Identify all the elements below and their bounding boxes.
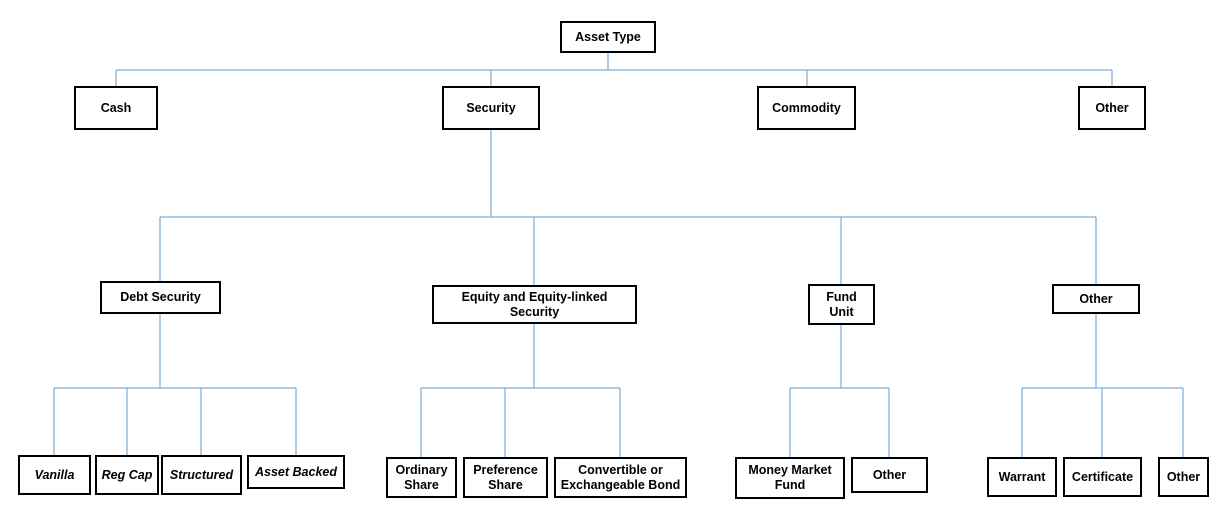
node-label-security: Security [466, 100, 516, 115]
node-label-reg-cap: Reg Cap [101, 467, 153, 482]
node-other-structured[interactable]: Other [1158, 457, 1209, 497]
node-commodity[interactable]: Commodity [757, 86, 856, 130]
node-structured[interactable]: Structured [161, 455, 242, 495]
node-convertible-or-exchangeable-bond[interactable]: Convertible or Exchangeable Bond [554, 457, 687, 498]
node-label-equity-and-equity-linked-security: Equity and Equity-linked Security [461, 289, 608, 319]
node-fund-unit[interactable]: Fund Unit [808, 284, 875, 325]
node-label-vanilla: Vanilla [34, 467, 75, 482]
node-other-level1[interactable]: Other [1078, 86, 1146, 130]
node-label-warrant: Warrant [998, 469, 1046, 484]
node-label-asset-type: Asset Type [575, 29, 641, 44]
node-money-market-fund[interactable]: Money Market Fund [735, 457, 845, 499]
node-label-fund-unit: Fund Unit [826, 289, 857, 319]
node-preference-share[interactable]: Preference Share [463, 457, 548, 498]
node-label-other-fund: Other [872, 467, 907, 482]
node-label-certificate: Certificate [1071, 469, 1134, 484]
node-certificate[interactable]: Certificate [1063, 457, 1142, 497]
node-label-asset-backed: Asset Backed [255, 464, 337, 479]
node-warrant[interactable]: Warrant [987, 457, 1057, 497]
node-label-ordinary-share: Ordinary Share [395, 462, 448, 492]
node-asset-backed[interactable]: Asset Backed [247, 455, 345, 489]
node-label-preference-share: Preference Share [473, 462, 538, 492]
node-label-structured: Structured [169, 467, 234, 482]
node-label-money-market-fund: Money Market Fund [748, 463, 832, 492]
node-asset-type[interactable]: Asset Type [560, 21, 656, 53]
node-reg-cap[interactable]: Reg Cap [95, 455, 159, 495]
node-vanilla[interactable]: Vanilla [18, 455, 91, 495]
node-security[interactable]: Security [442, 86, 540, 130]
node-other-level2[interactable]: Other [1052, 284, 1140, 314]
node-label-commodity: Commodity [772, 100, 841, 115]
node-label-cash: Cash [100, 100, 132, 115]
node-cash[interactable]: Cash [74, 86, 158, 130]
node-equity-and-equity-linked-security[interactable]: Equity and Equity-linked Security [432, 285, 637, 324]
node-label-other-level1: Other [1095, 100, 1129, 115]
node-debt-security[interactable]: Debt Security [100, 281, 221, 314]
node-other-fund[interactable]: Other [851, 457, 928, 493]
node-label-debt-security: Debt Security [120, 290, 201, 305]
node-ordinary-share[interactable]: Ordinary Share [386, 457, 457, 498]
node-label-convertible-or-exchangeable-bond: Convertible or Exchangeable Bond [560, 462, 681, 492]
node-label-other-level2: Other [1079, 291, 1113, 306]
node-label-other-structured: Other [1166, 469, 1201, 484]
